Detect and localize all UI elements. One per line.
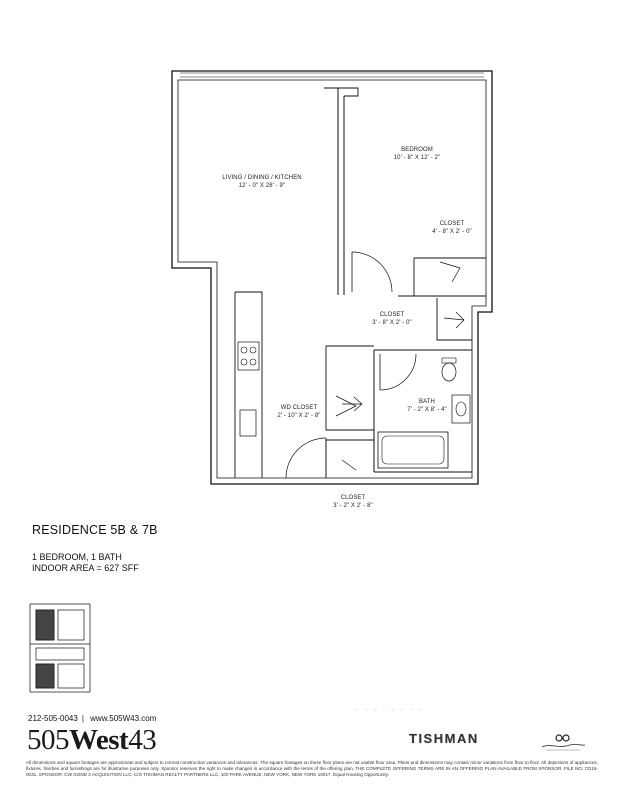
room-label-bedroom-closet: CLOSET 4' - 8" X 2' - 0" <box>412 220 492 236</box>
bedroom-wall-top <box>324 87 359 97</box>
bedroom-wall <box>337 88 345 295</box>
window-strip <box>180 72 484 78</box>
room-name: BATH <box>419 399 435 405</box>
partner-logo-icon <box>541 734 586 751</box>
developer-logo: TISHMAN <box>409 731 479 746</box>
contact-line: 212-505-0043| www.505W43.com <box>28 714 160 723</box>
room-name: CLOSET <box>379 312 405 318</box>
indoor-area: INDOOR AREA = 627 SFF <box>32 563 139 573</box>
wd-closet-wall <box>325 345 374 431</box>
bedroom-closet-wall <box>413 257 486 296</box>
toilet <box>441 362 457 382</box>
room-dimensions: 10' - 8" X 12' - 2" <box>393 155 441 161</box>
hall-closet-wall <box>436 298 472 341</box>
room-label-bedroom: BEDROOM 10' - 8" X 12' - 2" <box>372 146 462 162</box>
entry-closet-wall <box>325 439 374 478</box>
room-name: CLOSET <box>340 495 366 501</box>
key-plan <box>29 603 91 693</box>
decorative-marks: · · · · · · · · <box>356 707 425 713</box>
building-logo: 505West43 <box>27 724 157 757</box>
kitchen-counter <box>234 291 263 478</box>
residence-title: RESIDENCE 5B & 7B <box>32 523 158 537</box>
room-label-wd-closet: WD CLOSET 2' - 10" X 2' - 8" <box>264 404 334 420</box>
room-dimensions: 12' - 0" X 28' - 9" <box>238 183 286 189</box>
bath-door <box>379 353 417 391</box>
room-dimensions: 4' - 8" X 2' - 0" <box>432 229 472 235</box>
contact-separator: | <box>81 714 84 723</box>
room-dimensions: 3' - 2" X 2' - 8" <box>333 503 373 509</box>
room-dimensions: 7' - 2" X 8' - 4" <box>407 407 447 413</box>
room-label-living: LIVING / DINING / KITCHEN 12' - 0" X 28'… <box>202 174 322 190</box>
room-name: LIVING / DINING / KITCHEN <box>222 175 302 181</box>
phone-number: 212-505-0043 <box>28 714 78 723</box>
logo-number: 505 <box>27 724 70 756</box>
legal-disclaimer: All dimensions and square footages are a… <box>26 760 598 777</box>
room-label-hall-closet: CLOSET 3' - 8" X 2' - 0" <box>352 311 432 327</box>
room-dimensions: 2' - 10" X 2' - 8" <box>277 413 321 419</box>
room-name: WD CLOSET <box>280 405 318 411</box>
exterior-wall <box>171 70 493 485</box>
unit-type: 1 BEDROOM, 1 BATH <box>32 552 122 562</box>
bath-wall <box>373 349 472 473</box>
logo-word: West <box>69 724 129 756</box>
logo-number2: 43 <box>128 724 157 756</box>
room-label-entry-closet: CLOSET 3' - 2" X 2' - 8" <box>318 494 388 510</box>
residence-specs: 1 BEDROOM, 1 BATH INDOOR AREA = 627 SFF <box>32 552 139 574</box>
exterior-wall-inner <box>177 79 487 479</box>
room-label-bath: BATH 7' - 2" X 8' - 4" <box>392 398 462 414</box>
vanity <box>451 394 471 424</box>
room-name: BEDROOM <box>401 147 433 153</box>
sink <box>239 409 257 437</box>
website-link[interactable]: www.505W43.com <box>90 714 157 723</box>
entry-door <box>285 437 327 479</box>
room-dimensions: 3' - 8" X 2' - 0" <box>372 320 412 326</box>
bedroom-door <box>351 251 393 293</box>
room-name: CLOSET <box>439 221 465 227</box>
range <box>237 341 260 371</box>
bathtub <box>377 431 449 469</box>
